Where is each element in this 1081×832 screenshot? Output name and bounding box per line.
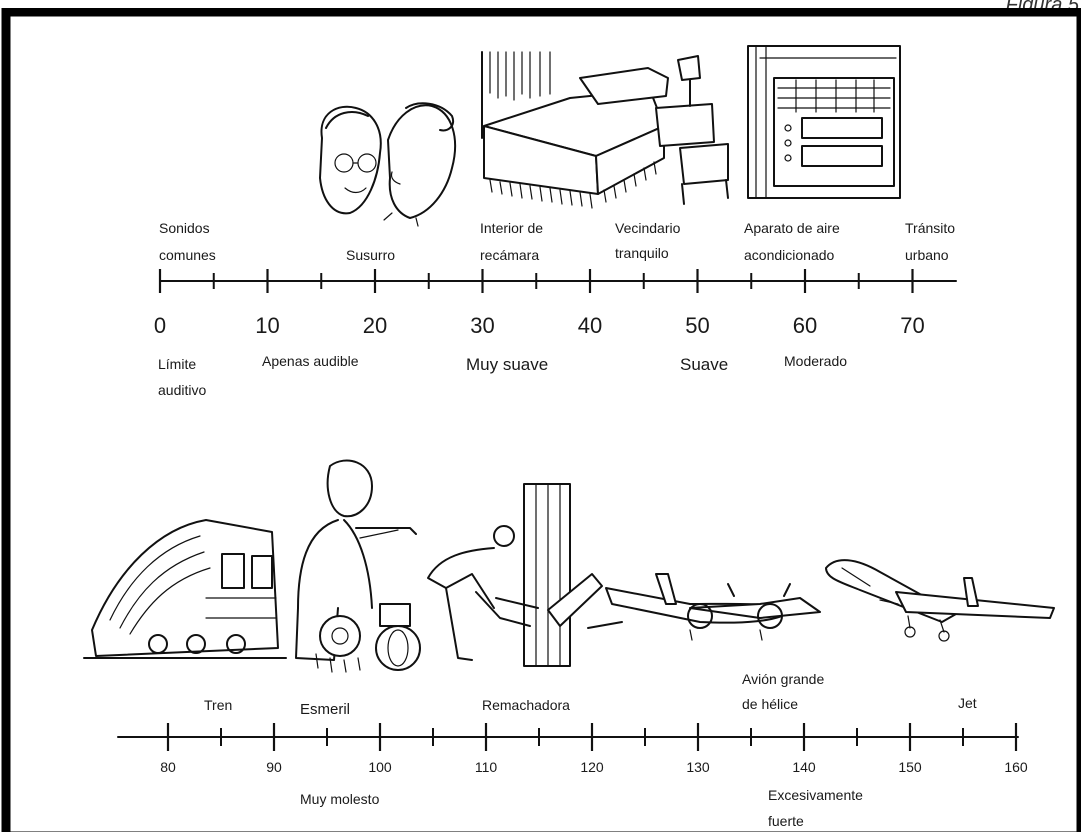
source-label-aire-acondicionado: Aparato de aire acondicionado (744, 220, 844, 263)
scale-top-tick-label: 0 (154, 313, 166, 338)
source-label-tren: Tren (204, 697, 232, 713)
scale-bottom-tick-label: 120 (580, 759, 604, 775)
scale-bottom-tick-label: 130 (686, 759, 710, 775)
scale-top-tick-label: 30 (470, 313, 494, 338)
jet-plane-icon (826, 560, 1054, 641)
level-label-muy-suave: Muy suave (466, 355, 548, 374)
scale-top-tick-label: 10 (255, 313, 279, 338)
source-label-esmeril: Esmeril (300, 701, 350, 718)
scale-bottom-tick-label: 140 (792, 759, 816, 775)
source-label-susurro: Susurro (346, 247, 395, 263)
scale-bottom-tick-label: 80 (160, 759, 176, 775)
level-label-moderado: Moderado (784, 353, 847, 369)
level-label-excesivamente-fuerte: Excesivamente fuerte (768, 787, 867, 829)
scale-bottom: 80 90 100 110 120 130 140 150 160 (118, 723, 1028, 775)
propeller-plane-icon (606, 574, 820, 640)
riveter-worker-icon (428, 484, 622, 666)
scale-bottom-tick-label: 150 (898, 759, 922, 775)
grinder-worker-icon (296, 460, 420, 672)
source-label-remachadora: Remachadora (482, 697, 570, 713)
source-label-jet: Jet (958, 695, 977, 711)
scale-top: 0 10 20 30 40 50 60 70 (154, 269, 956, 338)
scale-bottom-tick-label: 100 (368, 759, 392, 775)
air-conditioner-icon (748, 46, 900, 198)
scale-top-tick-label: 60 (793, 313, 817, 338)
scale-bottom-tick-label: 160 (1004, 759, 1028, 775)
source-label-avion-helice: Avión grande de hélice (742, 671, 828, 712)
level-label-apenas-audible: Apenas audible (262, 353, 359, 369)
scale-top-tick-label: 20 (363, 313, 387, 338)
source-label-vecindario-tranquilo: Vecindario tranquilo (615, 220, 684, 261)
train-icon (84, 520, 286, 658)
scale-top-tick-label: 40 (578, 313, 602, 338)
level-label-suave: Suave (680, 355, 728, 374)
scale-bottom-tick-label: 110 (475, 759, 498, 775)
scale-top-tick-label: 70 (900, 313, 924, 338)
source-label-transito-urbano: Tránsito urbano (905, 220, 959, 263)
level-label-muy-molesto: Muy molesto (300, 791, 380, 807)
level-label-limite-auditivo: Límite auditivo (158, 356, 206, 398)
source-label-interior-recamara: Interior de recámara (480, 220, 547, 263)
scale-top-tick-label: 50 (685, 313, 709, 338)
scale-bottom-tick-label: 90 (266, 759, 282, 775)
source-label-sonidos-comunes: Sonidos comunes (159, 220, 216, 263)
bedroom-icon (482, 52, 728, 208)
whisper-people-icon (320, 103, 455, 226)
